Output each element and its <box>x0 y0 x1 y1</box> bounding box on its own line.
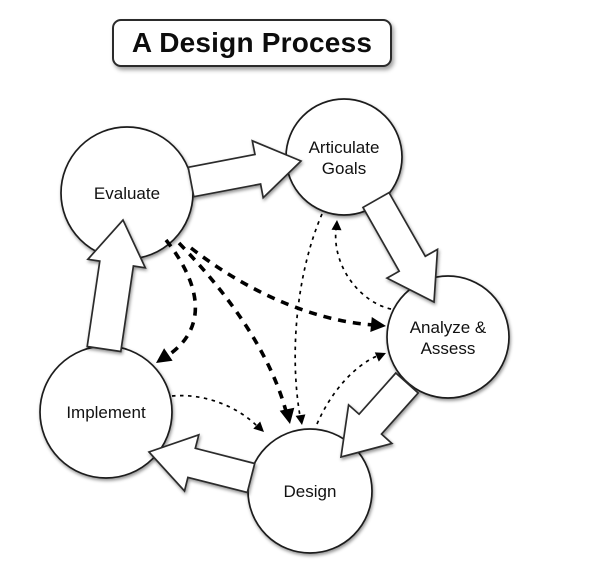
evaluate-label: Evaluate <box>94 184 160 203</box>
analyze-circle <box>386 275 510 399</box>
block-arrow-design-implement <box>147 433 256 494</box>
thin-dashed-edge-design-analyze <box>316 355 378 425</box>
thin-dashed-edge-analyze-articulate <box>334 228 392 310</box>
thin-dashed-edge-analyze-articulate-arrowhead <box>331 220 342 231</box>
thick-dashed-edge-evaluate-design <box>177 241 289 416</box>
implement-label: Implement <box>66 403 146 422</box>
block-arrows-layer <box>86 139 439 494</box>
block-arrow-articulate-analyze <box>361 191 439 304</box>
thick-dashed-edge-evaluate-analyze <box>189 246 375 327</box>
block-arrow-implement-evaluate <box>86 218 147 353</box>
analyze-label: Analyze &Assess <box>410 318 487 358</box>
diagram-title: A Design Process <box>131 27 373 58</box>
thin-dashed-edge-articulate-design-arrowhead <box>295 414 306 425</box>
thin-dashed-edge-articulate-design <box>294 213 323 417</box>
thick-dashed-edge-evaluate-implement <box>163 238 198 360</box>
thick-dashed-edge-evaluate-design-arrowhead <box>279 407 295 424</box>
block-arrow-analyze-design <box>339 371 420 459</box>
block-arrow-evaluate-articulate <box>187 139 303 200</box>
node-design: Design <box>247 428 373 554</box>
thin-dashed-edge-implement-design-arrowhead <box>253 421 264 432</box>
dashed-edges-layer <box>156 213 392 432</box>
node-analyze: Analyze &Assess <box>386 275 510 399</box>
thin-dashed-edge-implement-design <box>171 394 258 427</box>
node-implement: Implement <box>39 345 173 479</box>
title-box: A Design Process <box>112 19 392 67</box>
thick-dashed-edge-evaluate-implement-arrowhead <box>156 348 173 363</box>
thick-dashed-edge-evaluate-analyze-arrowhead <box>370 317 386 332</box>
thin-dashed-edge-design-analyze-arrowhead <box>374 352 386 362</box>
design-label: Design <box>284 482 337 501</box>
